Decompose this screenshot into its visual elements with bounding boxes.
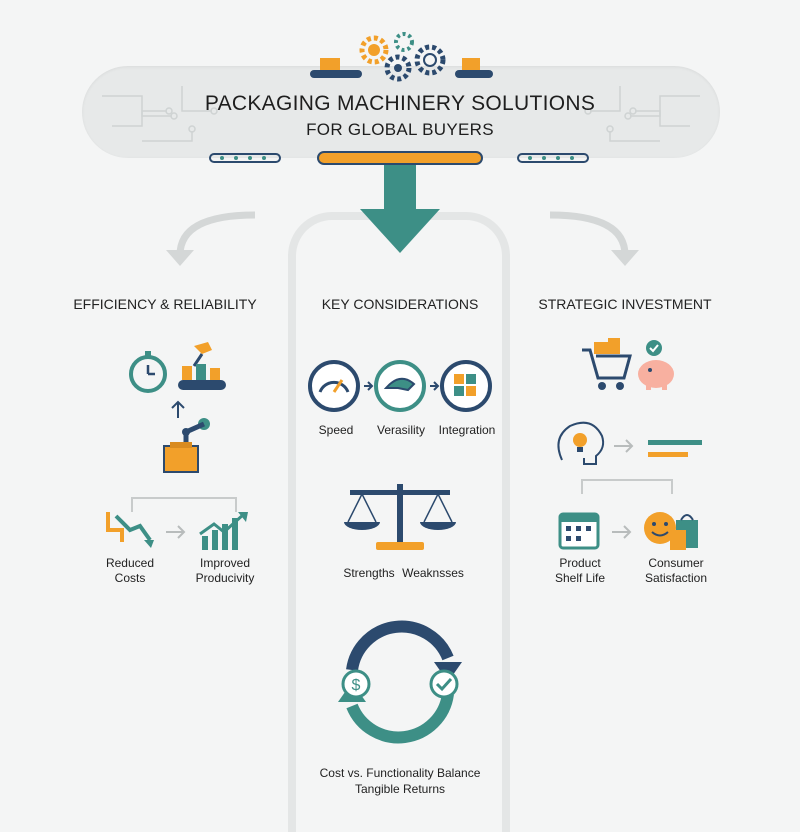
center-considerations-icons: [308, 360, 492, 412]
weaknesses-label: Weaknsses: [402, 566, 464, 580]
left-bracket: [131, 497, 237, 512]
left-bottom-icons: [106, 512, 248, 550]
cart-piggybank-illustration: [582, 338, 674, 390]
up-arrow-icon: [171, 400, 185, 418]
idea-progress-row: [557, 421, 702, 465]
curved-arrow-right-icon: [549, 211, 639, 266]
consumer-satisfaction-label: Consumer Satisfaction: [644, 556, 708, 585]
center-column-title: KEY CONSIDERATIONS: [321, 296, 479, 312]
cycle-arrows-icon: $: [338, 620, 462, 744]
right-arrow-icon: [614, 439, 634, 453]
improved-productivity-label: Improved Producivity: [195, 556, 255, 585]
gear-icon: [359, 35, 389, 65]
balance-scale-icon: [344, 484, 456, 550]
right-arrow-icon: [430, 381, 440, 391]
speedometer-icon: [308, 360, 360, 412]
gear-icon: [384, 54, 412, 82]
versatility-label: Verasility: [376, 423, 426, 437]
check-circle-icon: [429, 669, 459, 699]
lightbulb-head-icon: [557, 421, 605, 465]
factory-line-icon: [178, 342, 226, 390]
gears-conveyor-illustration: [310, 32, 493, 82]
progress-bar-orange: [648, 452, 688, 457]
smiley-shopping-icon: [644, 512, 698, 550]
piggy-bank-icon: [638, 340, 674, 390]
product-shelf-life-label: Product Shelf Life: [554, 556, 606, 585]
curved-arrow-left-icon: [166, 211, 256, 266]
right-arrow-icon: [166, 525, 186, 539]
right-column-title: STRATEGIC INVESTMENT: [538, 296, 712, 312]
right-arrow-icon: [612, 525, 632, 539]
gear-icon: [394, 32, 414, 52]
versatility-icon: [374, 360, 426, 412]
circuit-pattern: [102, 86, 700, 142]
shopping-cart-icon: [582, 338, 632, 390]
growth-chart-icon: [199, 512, 248, 550]
puzzle-icon: [440, 360, 492, 412]
stopwatch-icon: [129, 351, 167, 393]
left-top-illustration: [129, 342, 226, 473]
dollar-icon: $: [341, 669, 371, 699]
page-subtitle: FOR GLOBAL BUYERS: [306, 120, 494, 139]
calendar-icon: [558, 512, 600, 550]
conveyor-left-icon: [310, 58, 362, 78]
svg-text:$: $: [352, 677, 361, 694]
right-arrow-icon: [364, 381, 374, 391]
robot-arm-icon: [163, 418, 210, 473]
right-bracket: [581, 479, 673, 494]
gear-icon: [414, 44, 446, 76]
conveyor-strip: [209, 151, 589, 165]
returns-label: Tangible Returns: [354, 782, 446, 796]
speed-label: Speed: [318, 423, 354, 437]
down-arrow-icon: [360, 165, 440, 253]
progress-bar-teal: [648, 440, 702, 445]
strengths-label: Strengths: [343, 566, 395, 580]
left-column-title: EFFICIENCY & RELIABILITY: [73, 296, 257, 312]
integration-label: Integration: [438, 423, 496, 437]
right-bottom-icons: [558, 512, 698, 550]
reduced-costs-label: Reduced Costs: [105, 556, 155, 585]
page-title: PACKAGING MACHINERY SOLUTIONS: [204, 92, 596, 115]
conveyor-right-icon: [455, 58, 493, 78]
header-banner: [82, 66, 720, 158]
declining-trend-icon: [106, 512, 154, 548]
balance-label: Cost vs. Functionality Balance: [319, 766, 481, 780]
